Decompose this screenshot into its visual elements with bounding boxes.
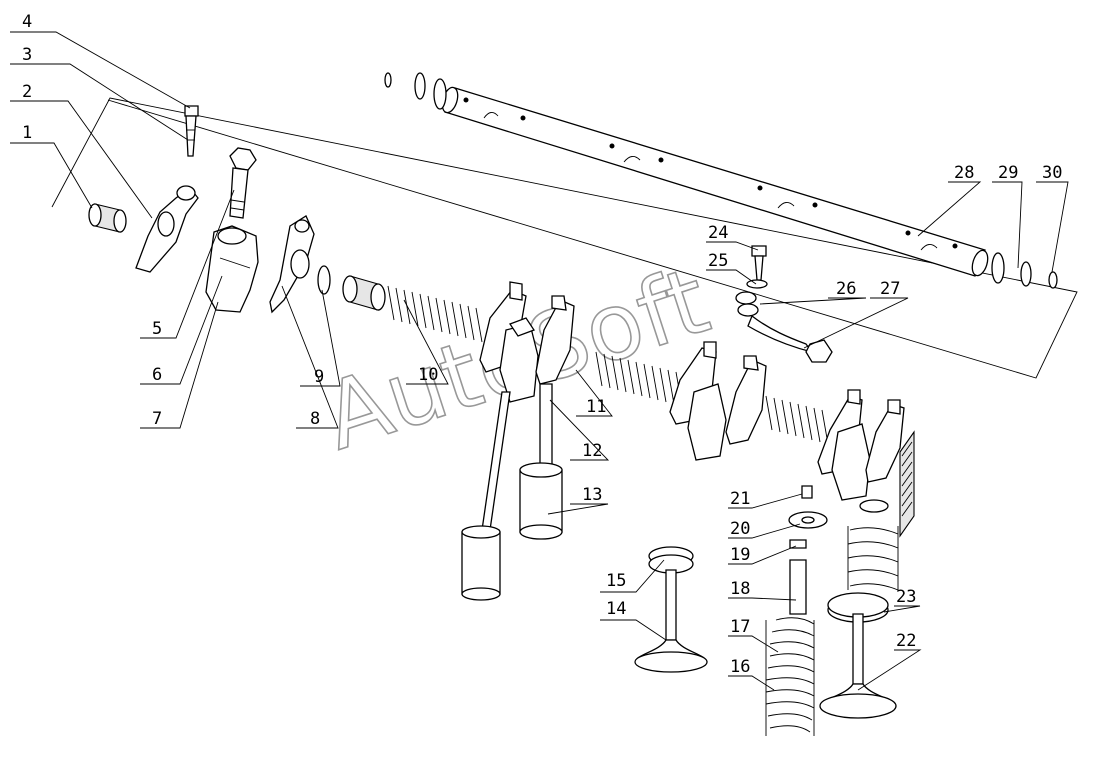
callout-27: 27 [880, 279, 900, 299]
callout-18: 18 [730, 579, 750, 599]
callout-3: 3 [22, 45, 32, 65]
bushing-middle [342, 275, 386, 311]
shaft-end-rings-left [384, 72, 447, 110]
callout-25: 25 [708, 251, 728, 271]
callout-2: 2 [22, 82, 32, 102]
bolt-part-24-25 [746, 245, 768, 289]
adjusting-bolt-part-3-4 [184, 105, 199, 157]
gasket-plate [899, 430, 915, 538]
callout-19: 19 [730, 545, 750, 565]
callout-10: 10 [418, 365, 438, 385]
valve-spring-stack-16-21 [765, 485, 828, 736]
valve-part-14-15 [634, 546, 708, 673]
callout-15: 15 [606, 571, 626, 591]
rocker-arm-part-2 [135, 185, 199, 273]
callout-20: 20 [730, 519, 750, 539]
callout-12: 12 [582, 441, 602, 461]
bolt-part-5 [229, 147, 257, 219]
callout-5: 5 [152, 319, 162, 339]
spring-part-10 [387, 285, 483, 343]
callout-13: 13 [582, 485, 602, 505]
callout-26: 26 [836, 279, 856, 299]
callout-11: 11 [586, 397, 606, 417]
rocker-arm-part-8 [269, 215, 315, 314]
spring-part-11 [595, 351, 683, 407]
assembly-axis-lines [51, 97, 1078, 379]
callout-1: 1 [22, 123, 32, 143]
callout-14: 14 [606, 599, 626, 619]
callout-16: 16 [730, 657, 750, 677]
tappet-part-13 [461, 462, 563, 601]
valve-part-22-23 [819, 499, 899, 719]
rocker-support-part-6-7 [205, 225, 259, 313]
callout-22: 22 [896, 631, 916, 651]
callout-29: 29 [998, 163, 1018, 183]
callout-24: 24 [708, 223, 728, 243]
callout-21: 21 [730, 489, 750, 509]
callout-7: 7 [152, 409, 162, 429]
rocker-assembly-middle [479, 281, 575, 403]
callout-23: 23 [896, 587, 916, 607]
callout-labels: 1 2 3 4 5 6 7 8 9 10 11 12 13 14 15 16 1… [22, 12, 1062, 677]
callout-9: 9 [314, 367, 324, 387]
shaft-end-rings-right [991, 252, 1058, 289]
callout-17: 17 [730, 617, 750, 637]
leader-lines [10, 31, 1069, 691]
rocker-assembly-right [669, 341, 905, 501]
callout-4: 4 [22, 12, 32, 32]
bushing-part-1 [88, 203, 127, 233]
callout-8: 8 [310, 409, 320, 429]
callout-6: 6 [152, 365, 162, 385]
oil-pipe-part-26-27 [735, 291, 833, 363]
callout-30: 30 [1042, 163, 1062, 183]
callout-28: 28 [954, 163, 974, 183]
washer-part-9 [317, 265, 331, 295]
rocker-shaft [441, 86, 989, 277]
